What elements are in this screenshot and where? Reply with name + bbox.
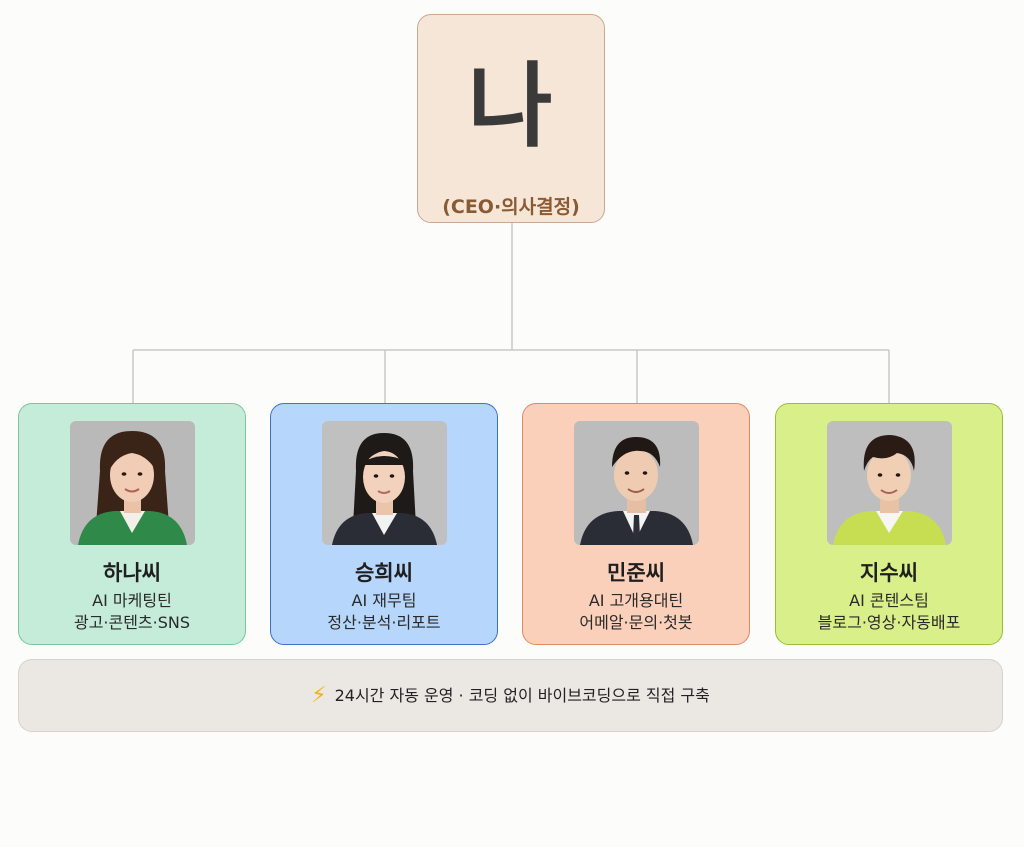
member-duties: 광고·콘텐츠·SNS xyxy=(73,613,191,632)
lightning-bolt-icon: ⚡ xyxy=(311,682,327,708)
member-duties: 어메알·문의·첫봇 xyxy=(579,613,693,632)
member-duties: 정산·분석·리포트 xyxy=(327,613,441,632)
member-name: 지수씨 xyxy=(860,561,918,585)
ceo-name: 나 xyxy=(467,53,555,160)
ceo-role: (CEO·의사결정) xyxy=(442,196,580,218)
member-photo-hana xyxy=(70,421,195,545)
footer-text: 24시간 자동 운영 · 코딩 없이 바이브코딩으로 직접 구축 xyxy=(334,685,710,705)
member-photo-jisu xyxy=(827,421,952,545)
member-name: 승희씨 xyxy=(355,561,413,585)
member-team: AI 재무팀 xyxy=(351,591,417,610)
member-photo-minjun xyxy=(574,421,699,545)
footer-banner: ⚡ 24시간 자동 운영 · 코딩 없이 바이브코딩으로 직접 구축 xyxy=(18,659,1003,732)
member-team: AI 마케팅틴 xyxy=(92,591,172,610)
member-name: 민준씨 xyxy=(607,561,665,585)
member-duties: 블로그·영상·자동배포 xyxy=(817,613,961,632)
member-card-jisu: 지수씨 AI 콘텐스팀 블로그·영상·자동배포 xyxy=(775,403,1003,645)
member-team: AI 콘텐스팀 xyxy=(849,591,929,610)
member-card-minjun: 민준씨 AI 고개용대틴 어메알·문의·첫봇 xyxy=(522,403,750,645)
member-team: AI 고개용대틴 xyxy=(588,591,684,610)
member-name: 하나씨 xyxy=(103,561,161,585)
ceo-box: 나 (CEO·의사결정) xyxy=(417,14,605,223)
member-photo-seunghee xyxy=(322,421,447,545)
member-card-seunghee: 승희씨 AI 재무팀 정산·분석·리포트 xyxy=(270,403,498,645)
member-card-hana: 하나씨 AI 마케팅틴 광고·콘텐츠·SNS xyxy=(18,403,246,645)
